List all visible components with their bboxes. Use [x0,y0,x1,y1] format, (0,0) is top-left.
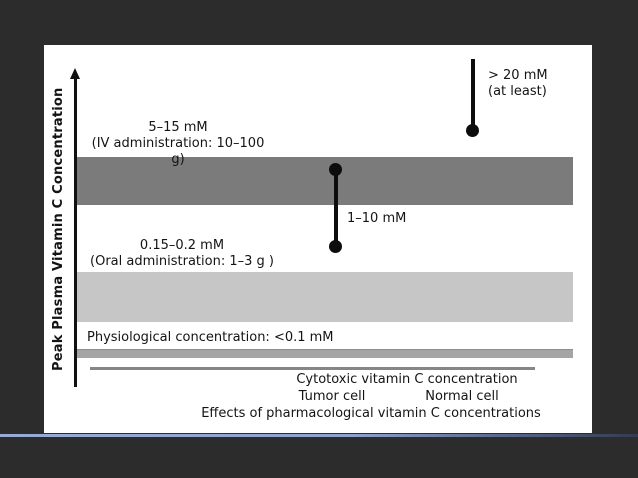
label-oral-range-value: 0.15–0.2 mM [139,238,225,253]
label-oral-range-detail: (Oral administration: 1–3 g ) [90,254,274,269]
slide-accent-line [0,434,638,437]
x-col-normal-cell: Normal cell [425,389,499,404]
label-mid-range: 1–10 mM [347,211,407,226]
y-axis-label: Peak Plasma Vitamin C Concentration [51,87,66,372]
marker-normal-cell-pin-line [471,59,475,131]
marker-tumor-dumbbell-dot-bottom [329,240,342,253]
label-at-least: > 20 mM (at least) [488,68,548,100]
marker-tumor-dumbbell-dot-top [329,163,342,176]
x-col-tumor-cell: Tumor cell [298,389,366,404]
label-oral-range: 0.15–0.2 mM (Oral administration: 1–3 g … [86,238,278,270]
label-iv-range: 5–15 mM (IV administration: 10–100 g) [83,120,273,168]
figure-panel: Peak Plasma Vitamin C Concentration 5–15… [44,45,592,433]
y-axis-line [74,78,77,387]
label-physiological: Physiological concentration: <0.1 mM [87,330,334,345]
band-physiological [77,349,573,358]
label-iv-range-value: 5–15 mM [148,120,208,135]
y-axis-arrow-icon [70,68,80,79]
label-at-least-value: > 20 mM [488,68,548,83]
figure-caption: Effects of pharmacological vitamin C con… [201,406,541,421]
x-axis-baseline [90,367,535,370]
band-oral-range [77,272,573,322]
marker-tumor-dumbbell-line [334,170,338,247]
x-axis-header: Cytotoxic vitamin C concentration [296,372,518,387]
label-at-least-detail: (at least) [488,84,547,99]
label-iv-range-detail: (IV administration: 10–100 g) [91,136,265,167]
marker-normal-cell-pin-dot [466,124,479,137]
band-iv-range [77,157,573,205]
